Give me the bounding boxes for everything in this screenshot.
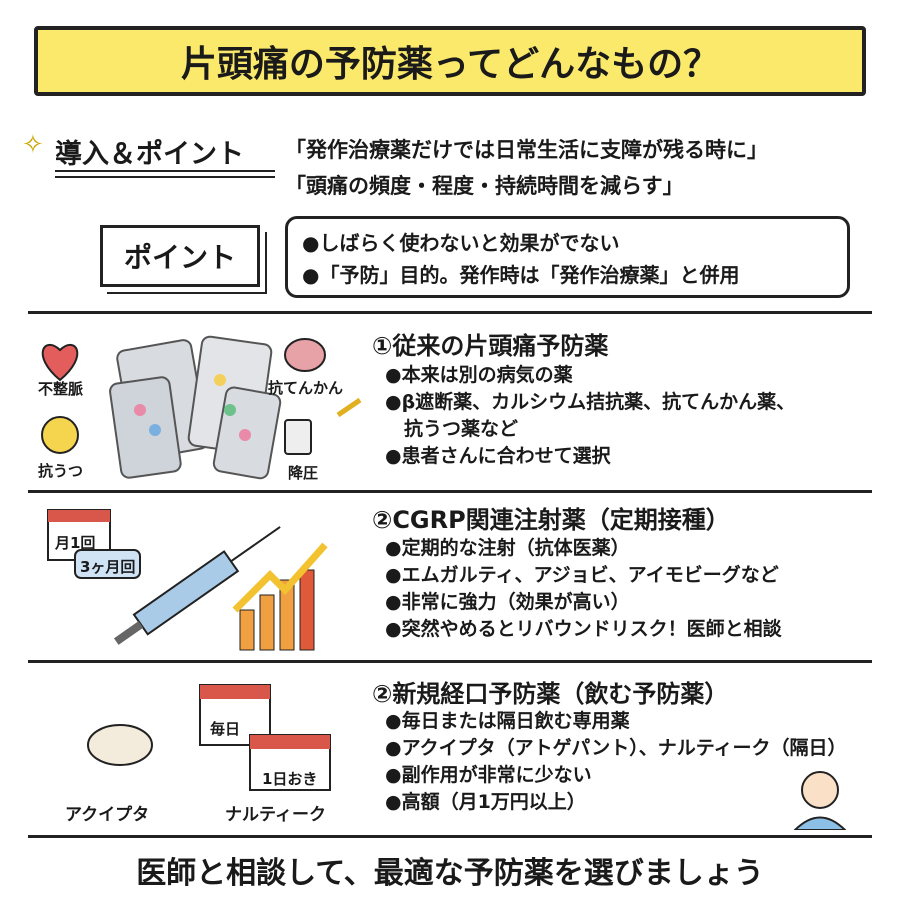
label-antidepressant: 抗うつ: [38, 462, 84, 480]
list-item: ●毎日または隔日飲む専用薬: [385, 710, 630, 732]
list-item: ●非常に強力（効果が高い）: [385, 591, 630, 613]
pill-blister-icon: [109, 335, 282, 480]
label-antiepileptic: 抗てんかん: [268, 379, 344, 397]
sparkle-icon: ✧: [22, 130, 44, 160]
list-item: ●突然やめるとリバウンドリスク！医師と相談: [385, 618, 782, 640]
speech-bubble: [74, 549, 141, 579]
section-1-list: ●本来は別の病気の薬 ●β遮断薬、カルシウム拮抗薬、抗てんかん薬、 抗うつ薬など…: [385, 362, 795, 470]
point-label: ポイント: [100, 225, 260, 287]
label-every-other-day: 1日おき: [262, 770, 318, 788]
brain-icon: [284, 338, 326, 372]
section-2-heading: ②CGRP関連注射薬（定期接種）: [372, 506, 730, 534]
point-box: ●しばらく使わないと効果がでない ●「予防」目的。発作時は「発作治療薬」と併用: [285, 216, 850, 298]
tablet-icon: [87, 724, 153, 766]
section-3-list: ●毎日または隔日飲む専用薬 ●アクイプタ（アトゲパント）、ナルティーク（隔日） …: [385, 708, 847, 816]
list-item: ●副作用が非常に少ない: [385, 764, 592, 786]
arrow-icon: [336, 397, 362, 418]
intro-heading: 導入＆ポイント: [55, 139, 244, 170]
injection-illustration: [47, 509, 328, 651]
oral-medicine-illustration: [87, 684, 331, 791]
list-item: ●高額（月1万円以上）: [385, 791, 586, 813]
heart-icon: [41, 343, 79, 382]
intro-quote-2: 「頭痛の頻度・程度・持続時間を減らす」: [285, 174, 684, 198]
divider: [28, 490, 872, 493]
medicine-illustration: [41, 335, 362, 480]
list-item: ●定期的な注射（抗体医薬）: [385, 537, 630, 559]
label-antihypertensive: 降圧: [288, 464, 319, 482]
divider: [28, 660, 872, 663]
list-item: 抗うつ薬など: [385, 418, 519, 440]
calendar-icon: [249, 734, 331, 791]
divider: [28, 835, 872, 838]
label-aquipta: アクイプタ: [65, 805, 150, 825]
list-item: ●エムガルティ、アジョビ、アイモビーグなど: [385, 564, 779, 586]
list-item: ●アクイプタ（アトゲパント）、ナルティーク（隔日）: [385, 737, 847, 759]
section-1-heading: ①従来の片頭痛予防薬: [372, 332, 609, 360]
blood-pressure-monitor-icon: [284, 419, 312, 455]
intro-quote-1: 「発作治療薬だけでは日常生活に支障が残る時に」: [285, 138, 768, 162]
label-daily: 毎日: [210, 720, 241, 738]
point-item: ●「予防」目的。発作時は「発作治療薬」と併用: [302, 263, 740, 287]
label-quarterly: 3ヶ月回: [80, 558, 136, 576]
smiling-person-icon: [793, 771, 847, 830]
label-nurtec: ナルティーク: [225, 805, 326, 825]
list-item: ●β遮断薬、カルシウム拮抗薬、抗てんかん薬、: [385, 391, 796, 413]
heading-underline: [55, 170, 275, 178]
point-item: ●しばらく使わないと効果がでない: [302, 231, 620, 255]
rising-chart-icon: [232, 542, 328, 651]
label-monthly: 月1回: [55, 534, 96, 552]
page-title: 片頭痛の予防薬ってどんなもの？: [34, 26, 866, 96]
syringe-icon: [113, 526, 281, 645]
section-2-list: ●定期的な注射（抗体医薬） ●エムガルティ、アジョビ、アイモビーグなど ●非常に…: [385, 535, 782, 643]
sad-face-icon: [41, 416, 79, 454]
list-item: ●患者さんに合わせて選択: [385, 445, 611, 467]
divider: [28, 311, 872, 314]
list-item: ●本来は別の病気の薬: [385, 364, 573, 386]
footer-message: 医師と相談して、最適な予防薬を選びましょう: [136, 856, 764, 891]
section-3-heading: ②新規経口予防薬（飲む予防薬）: [372, 680, 729, 708]
label-arrhythmia: 不整脈: [38, 380, 84, 398]
